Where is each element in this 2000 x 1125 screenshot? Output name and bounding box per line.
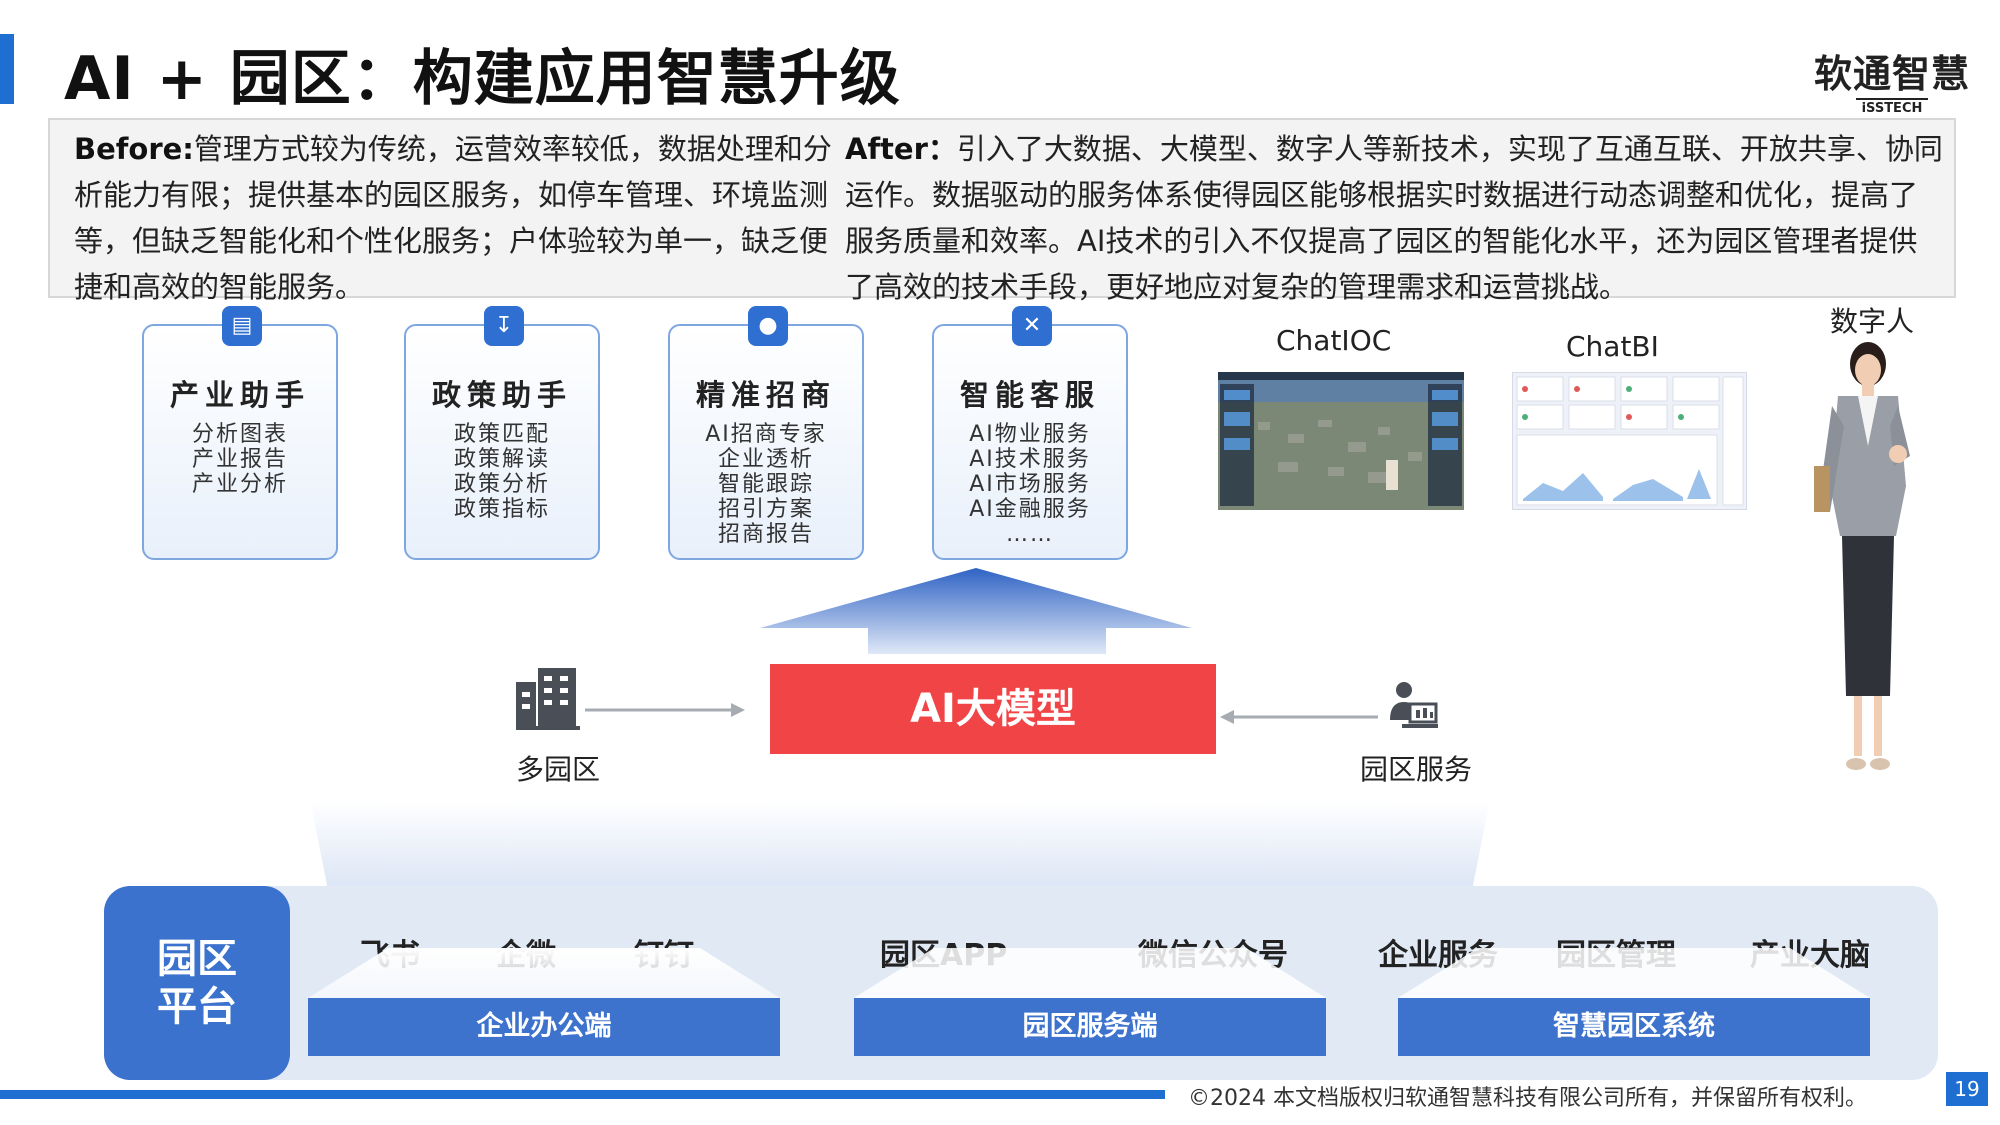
card-items: AI物业服务 AI技术服务 AI市场服务 AI金融服务 ……: [934, 422, 1126, 547]
digital-human-label: 数字人: [1830, 305, 1915, 338]
platform-title-box: 园区 平台: [104, 886, 290, 1080]
comparison-box: Before:管理方式较为传统，运营效率较低，数据处理和分析能力有限；提供基本的…: [48, 118, 1956, 304]
card-item: AI金融服务: [969, 497, 1091, 522]
arrow-left-icon: [1220, 707, 1378, 727]
card-item: ……: [1006, 522, 1054, 547]
card-item: 企业透析: [717, 447, 814, 472]
app-card-precise-investment: ● 精准招商 AI招商专家 企业透析 智能跟踪 招引方案 招商报告: [668, 306, 864, 560]
tools-icon: ✕: [1012, 306, 1052, 346]
group-trapezoid: [854, 948, 1326, 998]
card-title: 精准招商: [695, 378, 836, 412]
group-trapezoid: [308, 948, 780, 998]
app-card-smart-service: ✕ 智能客服 AI物业服务 AI技术服务 AI市场服务 AI金融服务 ……: [932, 306, 1128, 560]
light-beam: [290, 800, 1510, 900]
card-title: 政策助手: [431, 378, 572, 412]
arrow-right-icon: [585, 700, 745, 720]
card-item: 政策匹配: [453, 422, 550, 447]
ai-model-box: AI大模型: [770, 664, 1216, 754]
copyright-text: ©2024 本文档版权归软通智慧科技有限公司所有，并保留所有权利。: [1188, 1086, 1867, 1111]
card-item: 政策分析: [453, 472, 550, 497]
chatioc-label: ChatIOC: [1276, 324, 1392, 357]
card-item: AI技术服务: [969, 447, 1091, 472]
app-card-policy-assistant: ↧ 政策助手 政策匹配 政策解读 政策分析 政策指标: [404, 306, 600, 560]
users-icon: ●: [748, 306, 788, 346]
multi-park-label: 多园区: [516, 753, 601, 786]
before-text: 管理方式较为传统，运营效率较低，数据处理和分析能力有限；提供基本的园区服务，如停…: [74, 132, 832, 304]
page-title: AI + 园区：构建应用智慧升级: [64, 44, 901, 114]
card-item: 产业报告: [191, 447, 288, 472]
park-service-label: 园区服务: [1360, 753, 1473, 786]
card-item: AI物业服务: [969, 422, 1091, 447]
card-title: 产业助手: [169, 378, 310, 412]
group-bar-smart-park: 智慧园区系统: [1398, 998, 1870, 1056]
card-item: 政策指标: [453, 497, 550, 522]
platform-title-line2: 平台: [157, 984, 237, 1030]
group-bar-park-service: 园区服务端: [854, 998, 1326, 1056]
up-arrow-icon: [760, 568, 1192, 654]
company-logo: 软通智慧 iSSTECH: [1814, 52, 1970, 118]
chatbi-screenshot: [1512, 372, 1747, 510]
after-text: 引入了大数据、大模型、数字人等新技术，实现了互通互联、开放共享、协同运作。数据驱…: [845, 132, 1943, 304]
card-title: 智能客服: [959, 378, 1100, 412]
page-number: 19: [1946, 1072, 1988, 1106]
group-bar-office: 企业办公端: [308, 998, 780, 1056]
chatbi-label: ChatBI: [1566, 330, 1659, 363]
service-person-icon: [1388, 680, 1438, 730]
card-item: 智能跟踪: [717, 472, 814, 497]
app-card-industry-assistant: ▤ 产业助手 分析图表 产业报告 产业分析: [142, 306, 338, 560]
digital-human-figure: [1810, 336, 1920, 786]
platform-title-line1: 园区: [157, 936, 237, 982]
before-label: Before:: [74, 132, 194, 166]
card-item: AI招商专家: [705, 422, 827, 447]
footer-line: [0, 1090, 1165, 1099]
card-items: 分析图表 产业报告 产业分析: [144, 422, 336, 497]
before-paragraph: Before:管理方式较为传统，运营效率较低，数据处理和分析能力有限；提供基本的…: [74, 126, 854, 310]
group-trapezoid: [1398, 948, 1870, 998]
card-item: 招引方案: [717, 497, 814, 522]
card-item: AI市场服务: [969, 472, 1091, 497]
card-item: 产业分析: [191, 472, 288, 497]
chat-icon: ▤: [222, 306, 262, 346]
card-items: AI招商专家 企业透析 智能跟踪 招引方案 招商报告: [670, 422, 862, 547]
chatioc-screenshot: [1218, 372, 1464, 510]
download-icon: ↧: [484, 306, 524, 346]
title-accent-bar: [0, 34, 14, 104]
buildings-icon: [516, 668, 580, 730]
logo-text-en: iSSTECH: [1855, 98, 1929, 118]
card-item: 政策解读: [453, 447, 550, 472]
after-paragraph: After：引入了大数据、大模型、数字人等新技术，实现了互通互联、开放共享、协同…: [845, 126, 1945, 310]
card-item: 招商报告: [717, 522, 814, 547]
card-items: 政策匹配 政策解读 政策分析 政策指标: [406, 422, 598, 522]
logo-text-cn: 软通智慧: [1813, 52, 1970, 96]
card-item: 分析图表: [191, 422, 288, 447]
after-label: After：: [845, 132, 957, 166]
